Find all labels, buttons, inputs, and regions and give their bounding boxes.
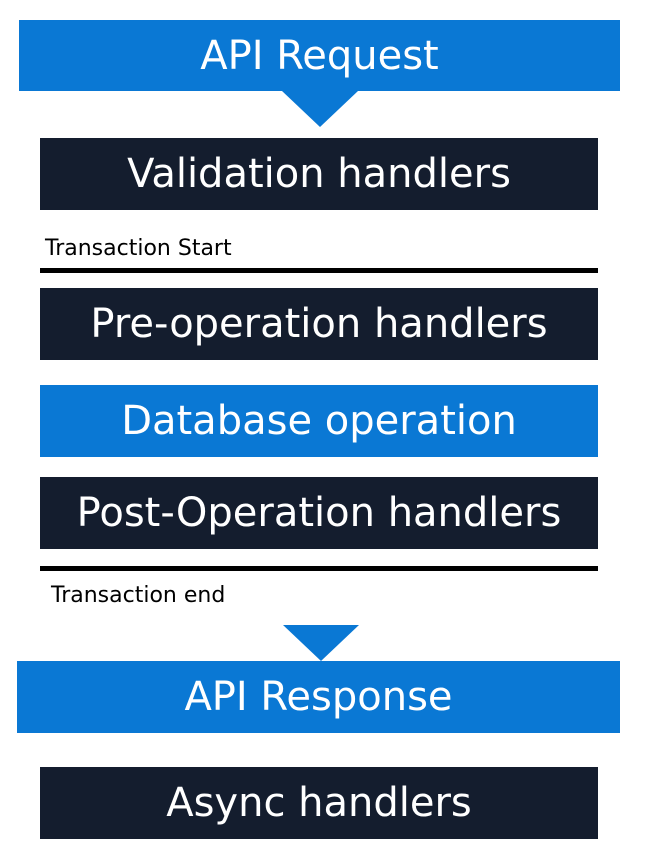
async-handlers-box: Async handlers bbox=[40, 767, 598, 839]
transaction-end-rule bbox=[40, 566, 598, 571]
flow-arrow-down-icon bbox=[283, 625, 359, 661]
validation-handlers-box: Validation handlers bbox=[40, 138, 598, 210]
api-request-label: API Request bbox=[200, 32, 439, 79]
async-handlers-label: Async handlers bbox=[166, 780, 472, 826]
database-operation-label: Database operation bbox=[121, 398, 517, 444]
post-operation-handlers-label: Post-Operation handlers bbox=[76, 490, 562, 536]
api-response-label: API Response bbox=[184, 674, 453, 720]
transaction-start-label: Transaction Start bbox=[45, 236, 232, 261]
pre-operation-handlers-label: Pre-operation handlers bbox=[90, 301, 548, 347]
transaction-end-label: Transaction end bbox=[51, 583, 226, 608]
validation-handlers-label: Validation handlers bbox=[127, 151, 511, 197]
api-request-box: API Request bbox=[19, 20, 620, 91]
flow-arrow-down-icon bbox=[282, 91, 358, 127]
api-response-box: API Response bbox=[17, 661, 620, 733]
database-operation-box: Database operation bbox=[40, 385, 598, 457]
transaction-start-rule bbox=[40, 268, 598, 273]
pre-operation-handlers-box: Pre-operation handlers bbox=[40, 288, 598, 360]
post-operation-handlers-box: Post-Operation handlers bbox=[40, 477, 598, 549]
